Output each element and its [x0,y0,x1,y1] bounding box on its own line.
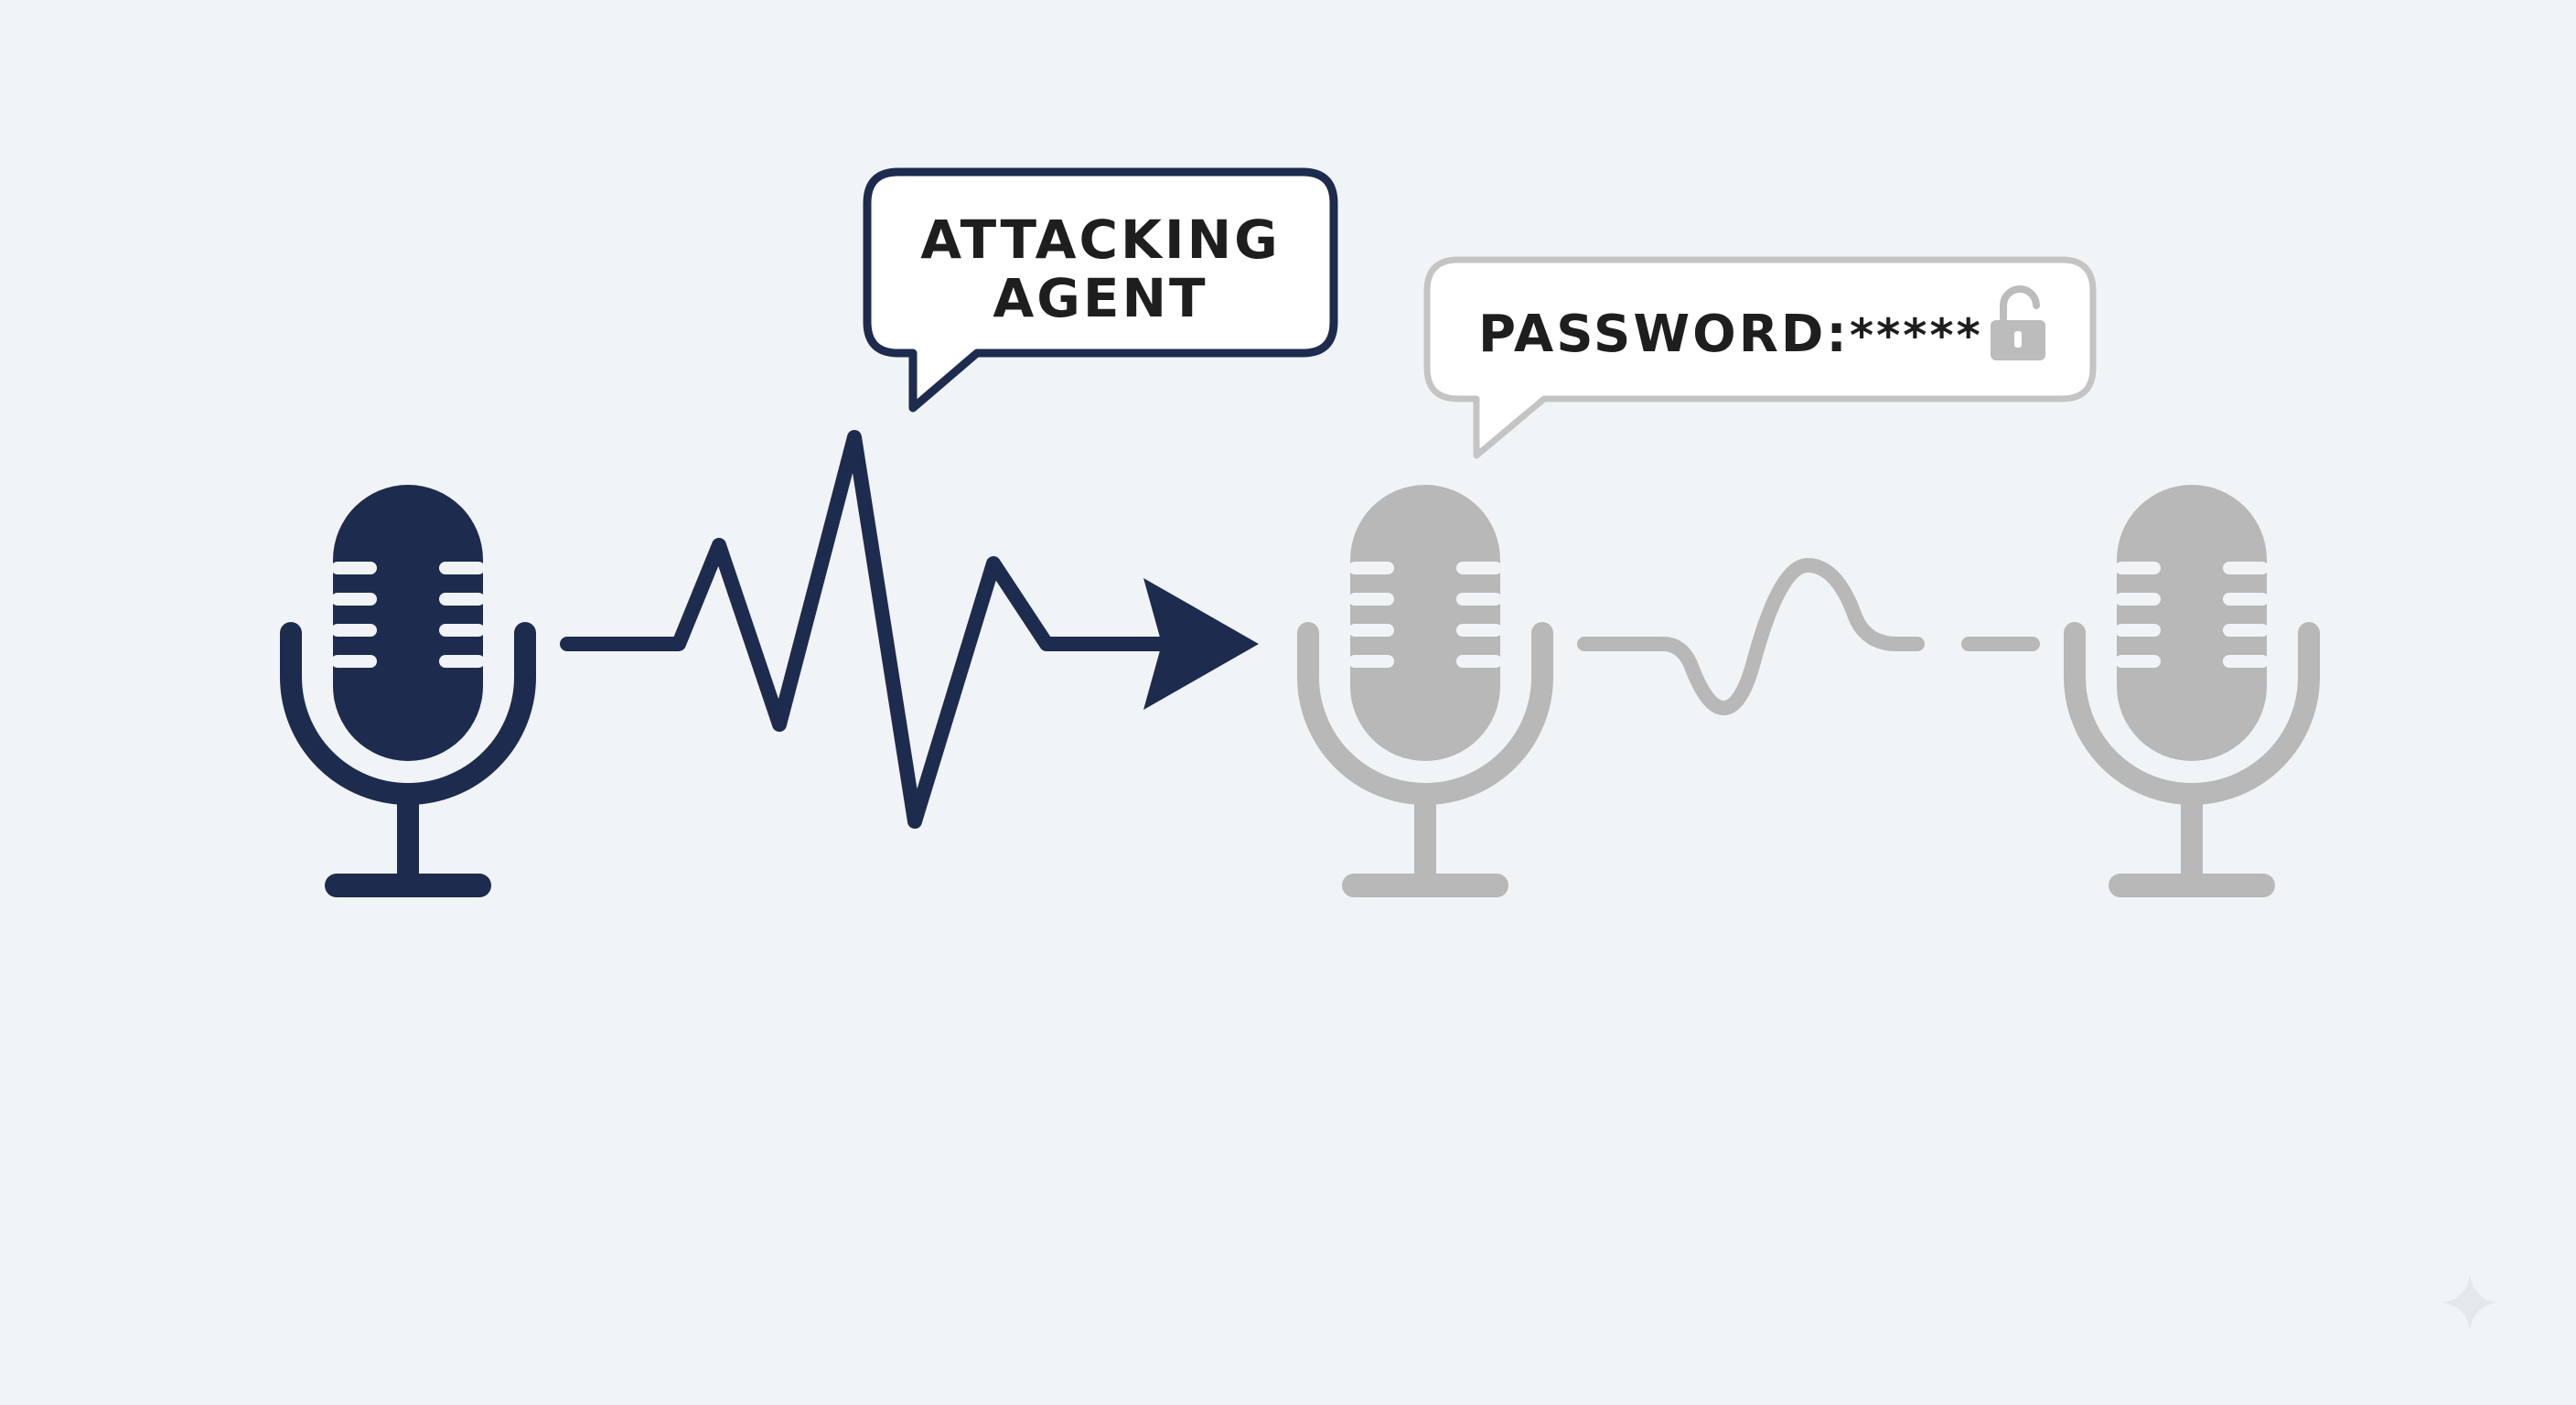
bubble-line-attacking: ATTACKING [920,209,1280,271]
attacker-mic-holder [280,622,536,805]
relay-mic-holder [2064,622,2320,805]
relay-microphone-icon [2064,485,2320,897]
target-microphone-icon [1297,485,1553,897]
password-mask: ***** [1850,309,1983,362]
unlocked-padlock-icon [1991,285,2045,360]
relay-signal-wave [1577,558,2040,715]
password-label: PASSWORD: [1478,305,1850,364]
sparkle-icon [2442,1275,2497,1330]
relay-mic-capsule [2117,485,2267,761]
bubble-line-agent: AGENT [993,267,1208,329]
attacker-microphone-icon [280,485,536,897]
target-mic-capsule [1350,485,1500,761]
relay-mic-grille [2115,562,2269,668]
attack-signal-arrow [560,430,1259,829]
attacking-agent-bubble: ATTACKING AGENT [863,167,1338,413]
heartbeat-spike-line [560,430,1167,829]
arrowhead-icon [1143,578,1259,710]
sine-wave-line [1577,558,1925,715]
password-bubble: PASSWORD: ***** [1423,256,2097,459]
attacker-mic-capsule [333,485,483,761]
attacker-mic-grille [331,562,485,668]
target-mic-holder [1297,622,1553,805]
target-mic-grille [1348,562,1502,668]
